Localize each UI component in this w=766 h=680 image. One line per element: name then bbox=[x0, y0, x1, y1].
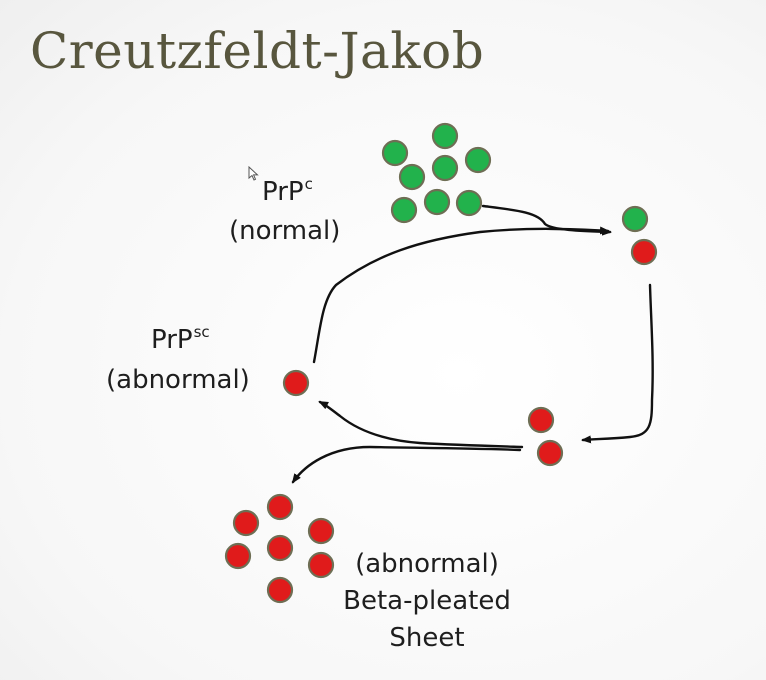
prpc-name: PrP bbox=[262, 177, 304, 207]
abnormal-protein bbox=[266, 576, 294, 604]
prpsc-note: (abnormal) bbox=[106, 365, 250, 395]
abnormal-protein-single bbox=[630, 238, 658, 266]
normal-protein bbox=[423, 188, 451, 216]
prpsc-name: PrP bbox=[151, 325, 193, 355]
arrow-pair-down-and-left bbox=[581, 283, 654, 444]
abnormal-protein bbox=[224, 542, 252, 570]
abnormal-protein bbox=[307, 551, 335, 579]
beta-sheet-line-2: Beta-pleated bbox=[343, 586, 511, 616]
abnormal-protein-pair-top bbox=[527, 406, 555, 434]
mouse-pointer-icon bbox=[248, 165, 260, 187]
normal-protein bbox=[431, 122, 459, 150]
normal-protein bbox=[390, 196, 418, 224]
prpc-label: PrPc bbox=[262, 174, 313, 214]
abnormal-protein bbox=[266, 534, 294, 562]
normal-protein bbox=[431, 154, 459, 182]
normal-protein bbox=[455, 189, 483, 217]
normal-protein bbox=[381, 139, 409, 167]
slide-title: Creutzfeldt-Jakob bbox=[30, 22, 485, 80]
normal-protein bbox=[464, 146, 492, 174]
prpsc-protein bbox=[282, 369, 310, 397]
prpc-superscript: c bbox=[304, 175, 313, 193]
beta-sheet-cluster bbox=[224, 493, 335, 604]
abnormal-protein bbox=[232, 509, 260, 537]
prpsc-label: PrPsc bbox=[151, 322, 210, 362]
arrow-prpsc-to-pair bbox=[312, 226, 610, 364]
normal-protein-cluster bbox=[381, 122, 492, 224]
abnormal-protein-pair-bottom bbox=[536, 439, 564, 467]
abnormal-protein bbox=[307, 517, 335, 545]
beta-sheet-line-3: Sheet bbox=[389, 623, 465, 653]
prpsc-superscript: sc bbox=[193, 323, 210, 341]
abnormal-protein bbox=[266, 493, 294, 521]
normal-protein-single bbox=[621, 205, 649, 233]
arrow-abnormal-pair-to-sheet bbox=[291, 445, 522, 484]
arrow-abnormal-pair-to-prpsc bbox=[318, 400, 524, 449]
beta-sheet-line-1: (abnormal) bbox=[355, 549, 499, 579]
normal-protein bbox=[398, 163, 426, 191]
prpc-note: (normal) bbox=[229, 216, 341, 246]
beta-sheet-label: (abnormal) Beta-pleated Sheet bbox=[330, 546, 524, 657]
